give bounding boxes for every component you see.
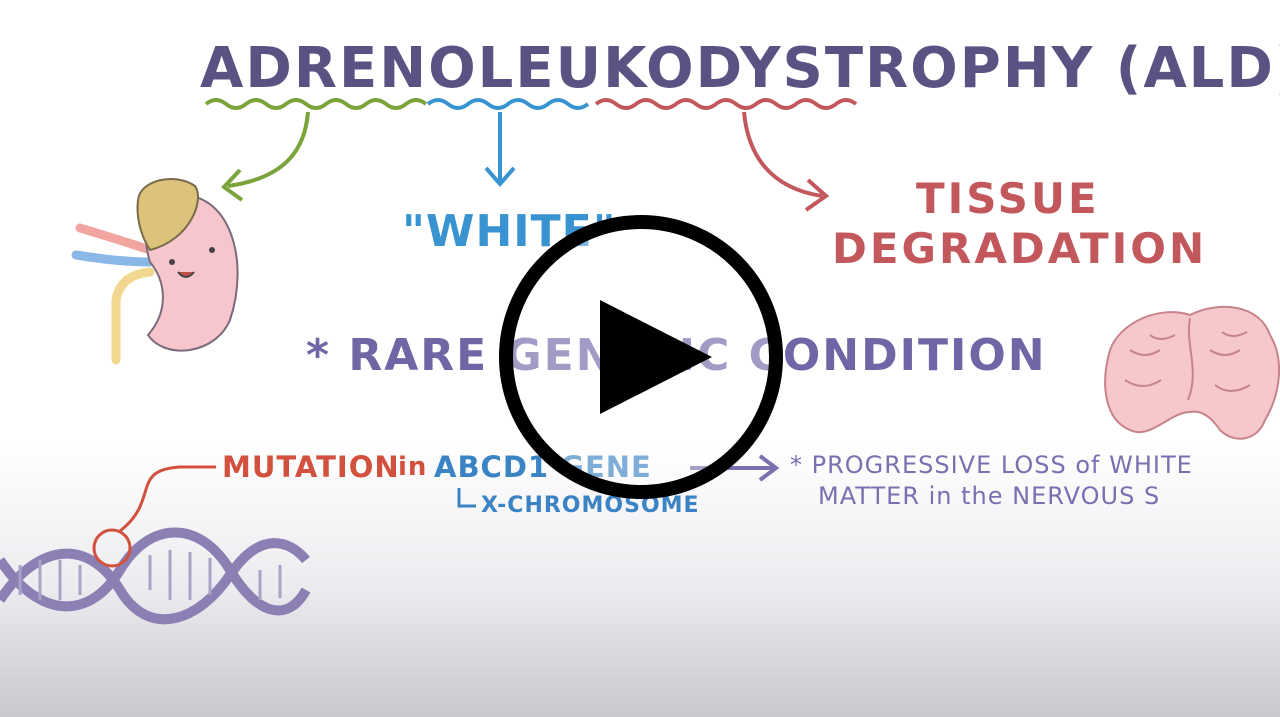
video-title: ADRENOLEUKODYSTROPHY (ALD) — [200, 36, 1280, 101]
green-arrow — [227, 111, 310, 188]
x-chromosome-label: X-CHROMOSOME — [481, 493, 700, 518]
progressive-loss-line2: MATTER in the NERVOUS S — [818, 482, 1161, 510]
red-arrow — [742, 111, 823, 198]
chromosome-bracket — [457, 488, 476, 508]
kidney-illustration — [71, 177, 239, 365]
progressive-loss-line1: * PROGRESSIVE LOSS of WHITE — [790, 451, 1193, 479]
dna-illustration — [0, 465, 311, 625]
blue-squiggle — [426, 98, 590, 110]
brain-illustration — [1104, 305, 1280, 440]
in-label: in — [398, 452, 428, 482]
degradation-label: DEGRADATION — [832, 224, 1208, 273]
green-squiggle — [204, 98, 428, 110]
mutation-label: MUTATION — [222, 450, 400, 484]
red-squiggle — [594, 98, 858, 110]
tissue-label: TISSUE — [916, 174, 1100, 223]
